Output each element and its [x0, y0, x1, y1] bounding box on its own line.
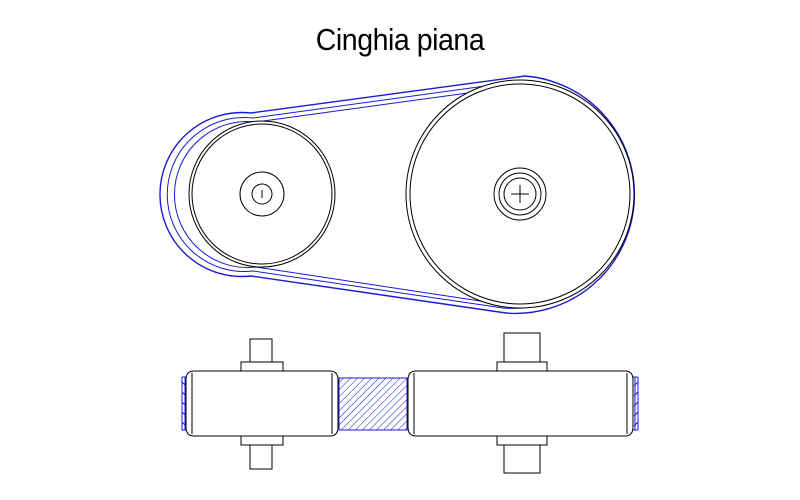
front-view: [159, 75, 636, 315]
large-hub-top: [496, 361, 548, 372]
small-shaft-bottom: [249, 444, 273, 470]
side-view: [181, 332, 639, 474]
small-pulley-side: [185, 338, 339, 470]
small-hub-bottom: [240, 435, 284, 446]
small-hub-top: [240, 361, 284, 372]
small-shaft: [251, 183, 273, 205]
diagram-title: Cinghia piana: [315, 22, 485, 57]
large-pulley-side: [407, 332, 634, 474]
large-hub-bottom: [496, 435, 548, 446]
large-center-mark: [511, 185, 529, 203]
large-shaft-top: [503, 332, 541, 364]
large-pulley: [405, 79, 635, 309]
small-shaft-top: [249, 338, 273, 364]
belt-edge-left: [181, 376, 190, 431]
large-shaft: [503, 177, 537, 211]
large-pulley-hub: [493, 167, 547, 221]
belt-section-hatched: [338, 377, 408, 431]
large-shaft-bottom: [503, 444, 541, 474]
small-pulley-hub: [239, 171, 285, 217]
small-pulley: [188, 120, 336, 268]
